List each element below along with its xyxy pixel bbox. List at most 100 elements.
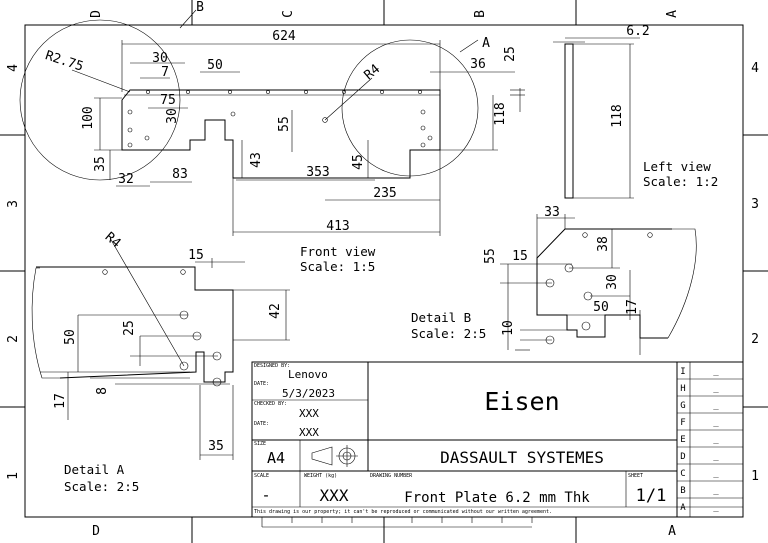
border-number-left-4: 4 — [6, 64, 21, 72]
checked-by-label: CHECKED BY: — [254, 401, 287, 407]
dim-353: 353 — [306, 165, 329, 180]
detail-b-dim-55: 55 — [483, 248, 498, 264]
border-number-left-2: 2 — [6, 335, 21, 343]
detail-a-dim-42: 42 — [268, 303, 283, 319]
left-view-dim-6-2: 6.2 — [626, 24, 649, 39]
date2-label: DATE: — [254, 421, 269, 427]
detail-b-dim-30: 30 — [605, 274, 620, 290]
dim-32: 32 — [118, 172, 134, 187]
weight-label: WEIGHT (kg) — [304, 473, 337, 479]
border-letter-top-a: A — [665, 10, 680, 18]
detail-marker-a: A — [482, 36, 490, 51]
revision-table: I _ H _ G _ F _ E _ D _ C _ B _ A _ — [680, 367, 719, 513]
detail-b-view: 33 55 15 38 30 50 17 10 Detail B Scale: … — [411, 205, 697, 355]
border-number-left-1: 1 — [6, 472, 21, 480]
revision-value: _ — [713, 401, 719, 411]
detail-b-dim-38: 38 — [596, 236, 611, 252]
detail-b-dim-33: 33 — [544, 205, 560, 220]
check-date: XXX — [299, 426, 319, 439]
design-date: 5/3/2023 — [282, 387, 335, 400]
detail-b-dim-10: 10 — [501, 320, 516, 336]
dim-50: 50 — [207, 58, 223, 73]
detail-a-caption: Detail A — [64, 462, 125, 477]
scale-label: SCALE — [254, 473, 269, 479]
detail-a-dim-8: 8 — [95, 387, 110, 395]
ownership-notice: This drawing is our property; it can't b… — [254, 509, 552, 515]
dim-35: 35 — [93, 156, 108, 172]
border-number-left-3: 3 — [6, 200, 21, 208]
border-letter-top-d: D — [89, 10, 104, 18]
dim-30: 30 — [152, 51, 168, 66]
dim-413: 413 — [326, 219, 349, 234]
sheet-size: A4 — [267, 449, 285, 467]
revision-letter: C — [680, 469, 685, 479]
revision-value: _ — [713, 452, 719, 462]
detail-b-scale: Scale: 2:5 — [411, 326, 486, 341]
border-letter-top-b: B — [473, 10, 488, 18]
detail-a-dim-25: 25 — [122, 320, 137, 336]
front-plate-holes — [127, 90, 433, 148]
detail-a-dim-r4: R4 — [102, 230, 124, 252]
designer-name: Lenovo — [288, 368, 328, 381]
detail-marker-b: B — [196, 0, 204, 15]
dim-75: 75 — [160, 93, 176, 108]
dim-r4: R4 — [362, 61, 384, 83]
revision-letter: G — [680, 401, 685, 411]
detail-a-dim-50: 50 — [63, 329, 78, 345]
revision-value: _ — [713, 418, 719, 428]
detail-b-caption: Detail B — [411, 310, 471, 325]
border-letter-bottom-d: D — [92, 524, 100, 539]
dim-43: 43 — [249, 152, 264, 168]
detail-b-dim-15: 15 — [512, 249, 528, 264]
revision-value: _ — [713, 367, 719, 377]
front-view: 624 30 7 50 R2.75 75 100 30 55 36 25 118… — [19, 0, 525, 274]
left-view: 6.2 118 Left view Scale: 1:2 — [553, 24, 718, 199]
detail-a-break-line — [31, 267, 60, 379]
checker-name: XXX — [299, 407, 319, 420]
revision-letter: D — [680, 452, 685, 462]
left-view-dim-118: 118 — [610, 104, 625, 127]
date-label: DATE: — [254, 381, 269, 387]
designed-by-label: DESIGNED BY: — [254, 363, 290, 369]
dim-30-vertical: 30 — [165, 108, 180, 124]
dim-7: 7 — [161, 65, 169, 80]
dim-624: 624 — [272, 29, 296, 44]
detail-a-view: R4 15 42 50 25 17 8 35 Detail A Scale: 2… — [31, 230, 290, 494]
sheet-number: 1/1 — [636, 486, 667, 506]
border-number-right-3: 3 — [751, 197, 759, 212]
dim-83: 83 — [172, 167, 188, 182]
dim-45: 45 — [351, 154, 366, 170]
border-number-right-4: 4 — [751, 61, 759, 76]
front-view-scale: Scale: 1:5 — [300, 259, 375, 274]
revision-value: _ — [713, 384, 719, 394]
detail-b-circle — [19, 19, 181, 181]
front-view-caption: Front view — [300, 244, 376, 259]
detail-b-break-line — [667, 228, 697, 339]
size-label: SIZE — [254, 441, 266, 447]
border-letter-top-c: C — [281, 10, 296, 18]
dim-25: 25 — [503, 46, 518, 62]
detail-a-dim-15: 15 — [188, 248, 204, 263]
revision-value: _ — [713, 486, 719, 496]
projection-symbol-icon — [311, 445, 358, 467]
border-number-right-2: 2 — [751, 332, 759, 347]
detail-b-dim-50: 50 — [593, 300, 609, 315]
revision-value: _ — [713, 435, 719, 445]
front-plate-outline — [121, 89, 441, 179]
scale-value: - — [261, 486, 270, 504]
dim-36: 36 — [470, 57, 486, 72]
revision-letter: B — [680, 486, 685, 496]
revision-value: _ — [713, 469, 719, 479]
revision-letter: H — [680, 384, 685, 394]
detail-a-scale: Scale: 2:5 — [64, 479, 139, 494]
left-view-caption: Left view — [643, 159, 711, 174]
revision-letter: I — [680, 367, 685, 377]
drawing-number: Front Plate 6.2 mm Thk — [404, 490, 590, 506]
dim-55: 55 — [277, 116, 292, 132]
detail-a-outline — [36, 266, 234, 383]
drawing-number-label: DRAWING NUMBER — [370, 473, 413, 479]
revision-value: _ — [713, 503, 719, 513]
revision-letter: E — [680, 435, 685, 445]
drawing-title: Eisen — [484, 387, 559, 416]
